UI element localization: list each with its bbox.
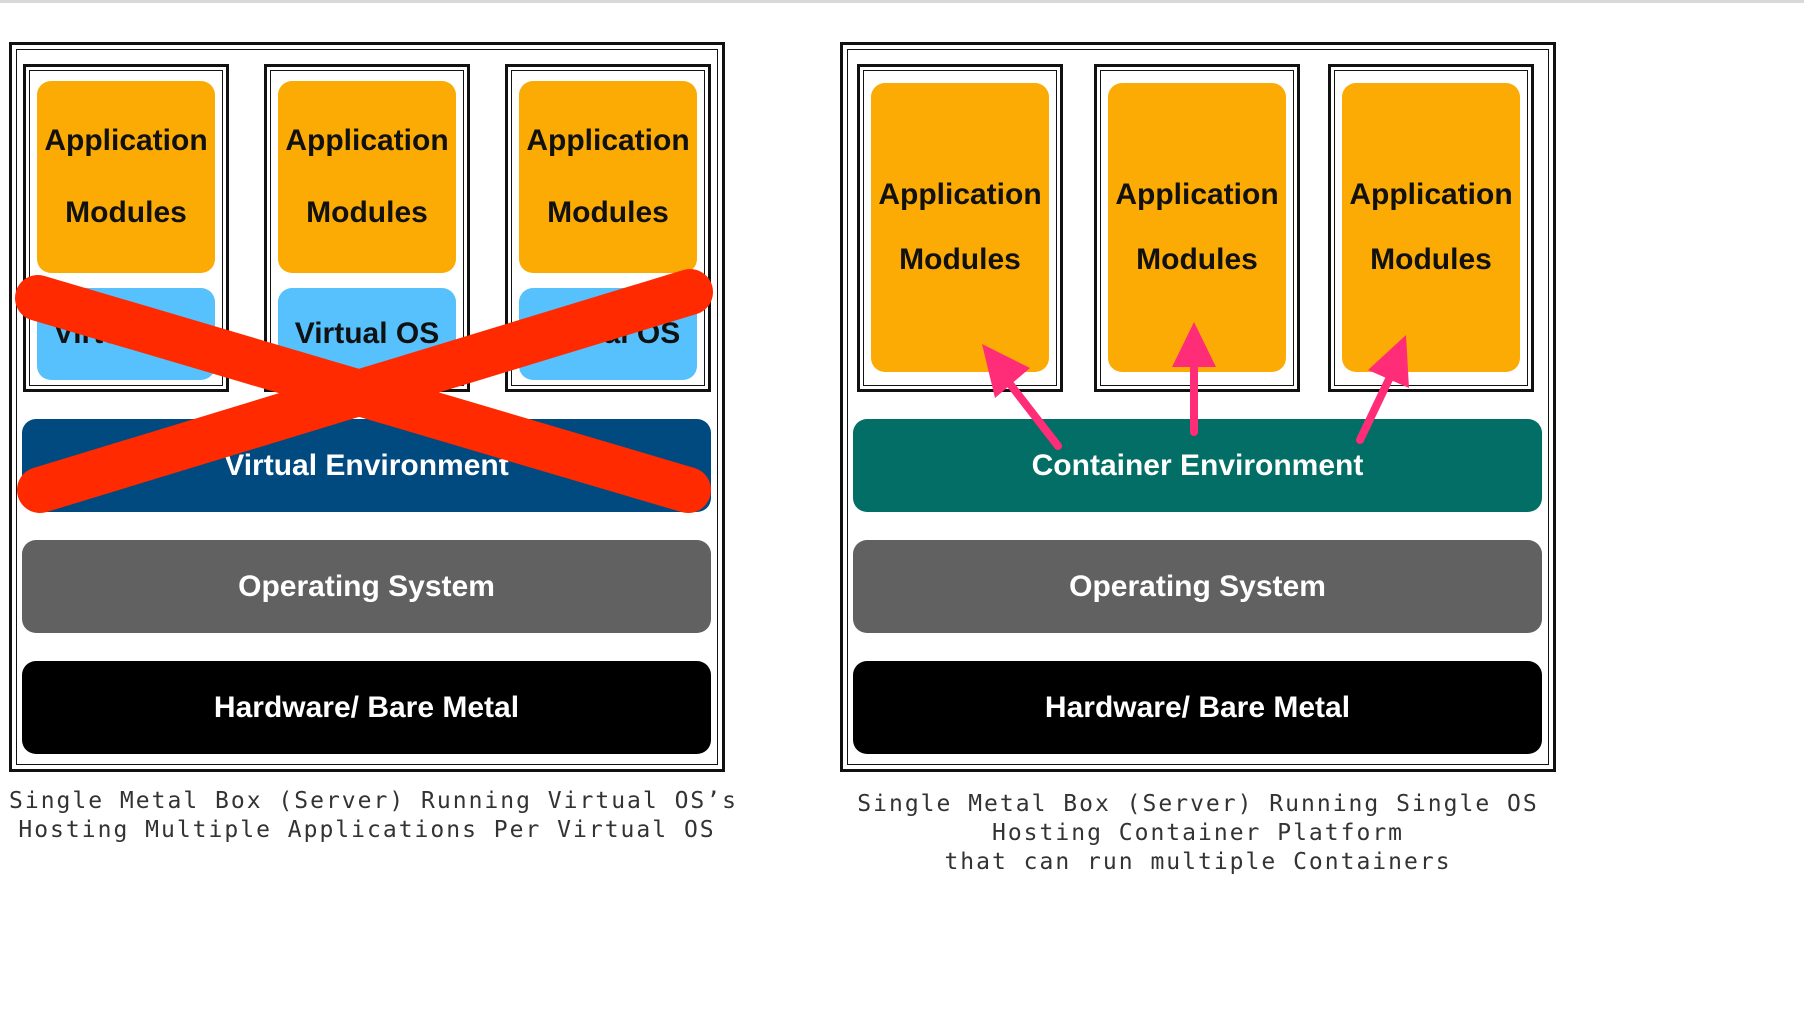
vm-caption-line1: Single Metal Box (Server) Running Virtua… [9, 788, 738, 814]
container-architecture-panel [840, 42, 1556, 772]
operating-system-layer: Operating System [853, 540, 1542, 633]
container-frame [857, 64, 1063, 392]
application-label: Application [526, 124, 690, 157]
application-modules-box: Application Modules [519, 81, 697, 273]
application-modules-box: Application Modules [37, 81, 215, 273]
application-modules-box: Application Modules [1108, 83, 1286, 372]
hardware-layer: Hardware/ Bare Metal [22, 661, 711, 754]
vm-caption: Single Metal Box (Server) Running Virtua… [9, 787, 736, 845]
application-label: Application [285, 124, 449, 157]
virtual-machine-frame [23, 64, 229, 392]
container-frame [1328, 64, 1534, 392]
container-environment-layer: Container Environment [853, 419, 1542, 512]
container-arrows [982, 322, 1409, 450]
application-modules-box: Application Modules [1342, 83, 1520, 372]
operating-system-label: Operating System [238, 569, 495, 603]
vm-caption-line2: Hosting Multiple Applications Per Virtua… [18, 817, 716, 843]
top-border [0, 0, 1804, 3]
virtual-os-label: Virtual OS [294, 317, 440, 350]
modules-label: Modules [1136, 242, 1258, 276]
application-label: Application [1115, 178, 1279, 212]
hardware-label: Hardware/ Bare Metal [1044, 690, 1351, 724]
application-label: Application [878, 178, 1042, 212]
modules-label: Modules [306, 196, 428, 229]
modules-label: Modules [1370, 242, 1492, 276]
virtual-machine-frame [505, 64, 711, 392]
container-environment-label: Container Environment [1031, 448, 1364, 482]
hardware-layer: Hardware/ Bare Metal [853, 661, 1542, 754]
modules-label: Modules [65, 196, 187, 229]
arrow-icon [982, 344, 1062, 450]
container-caption: Single Metal Box (Server) Running Single… [840, 790, 1556, 877]
hardware-label: Hardware/ Bare Metal [213, 690, 520, 724]
arrow-icon [1356, 335, 1409, 444]
container-caption-line3: that can run multiple Containers [944, 849, 1452, 875]
container-caption-line2: Hosting Container Platform [991, 820, 1405, 846]
application-modules-box: Application Modules [871, 83, 1049, 372]
virtual-environment-label: Virtual Environment [224, 448, 509, 482]
cross-out-mark [15, 269, 713, 513]
application-label: Application [44, 124, 208, 157]
modules-label: Modules [899, 242, 1021, 276]
application-label: Application [1349, 178, 1513, 212]
operating-system-label: Operating System [1069, 569, 1326, 603]
arrow-icon [1172, 322, 1216, 436]
vm-architecture-panel [9, 42, 725, 772]
cross-stroke [17, 269, 713, 513]
application-modules-box: Application Modules [278, 81, 456, 273]
operating-system-layer: Operating System [22, 540, 711, 633]
modules-label: Modules [547, 196, 669, 229]
container-caption-line1: Single Metal Box (Server) Running Single… [857, 791, 1539, 817]
